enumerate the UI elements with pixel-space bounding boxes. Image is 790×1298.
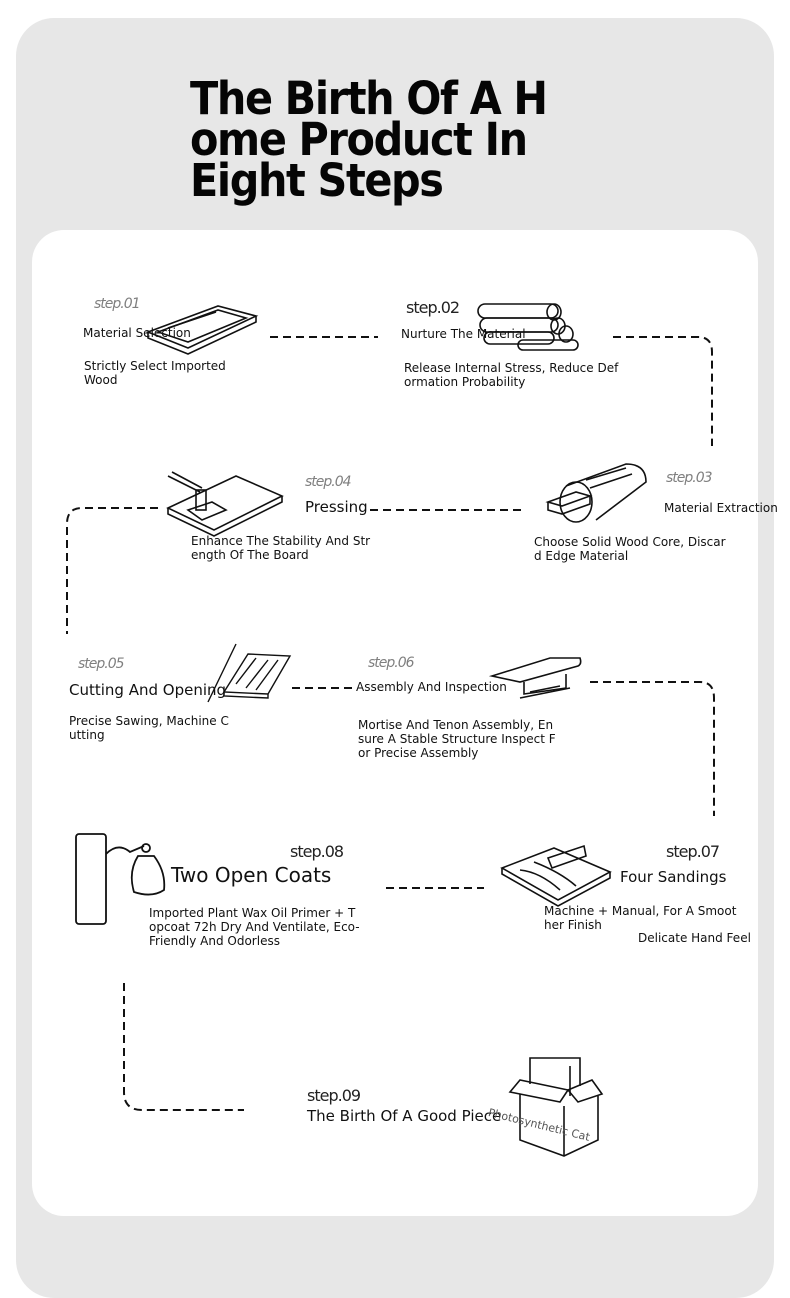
- step-04-label: step.04: [305, 474, 352, 490]
- step-03-name: Material Extraction: [664, 501, 778, 515]
- log-core-icon: [545, 460, 650, 526]
- step-08-name: Two Open Coats: [171, 863, 332, 887]
- step-01-name: Material Selection: [83, 326, 191, 340]
- step-09-label: step.09: [307, 1086, 361, 1105]
- step-03-label: step.03: [666, 470, 713, 486]
- step-01-label: step.01: [94, 296, 141, 312]
- saw-board-icon: [206, 643, 292, 704]
- step-04-description: Enhance The Stability And Str ength Of T…: [191, 534, 371, 562]
- title-line-2: ome Product In: [190, 113, 528, 166]
- step-05-description: Precise Sawing, Machine C utting: [69, 714, 229, 742]
- step-02-description: Release Internal Stress, Reduce Def orma…: [404, 361, 619, 389]
- step-07-extra: Delicate Hand Feel: [638, 931, 751, 945]
- step-07-description: Machine + Manual, For A Smoot her Finish: [544, 904, 737, 932]
- step-03-description: Choose Solid Wood Core, Discar d Edge Ma…: [534, 535, 726, 563]
- wood-frame-icon: [138, 304, 260, 355]
- shipping-box-icon: [508, 1056, 604, 1160]
- title-line-3: Eight Steps: [190, 154, 444, 207]
- step-04-name: Pressing: [305, 498, 368, 516]
- step-05-label: step.05: [78, 656, 125, 672]
- step-02-name: Nurture The Material: [401, 327, 526, 341]
- step-01-description: Strictly Select Imported Wood: [84, 359, 226, 387]
- step-08-description: Imported Plant Wax Oil Primer + T opcoat…: [149, 906, 360, 948]
- step-06-description: Mortise And Tenon Assembly, En sure A St…: [358, 718, 556, 760]
- step-07-label: step.07: [666, 842, 720, 861]
- step-06-name: Assembly And Inspection: [356, 680, 507, 694]
- step-05-name: Cutting And Opening: [69, 681, 227, 699]
- bench-icon: [488, 654, 582, 700]
- step-06-label: step.06: [368, 655, 415, 671]
- press-board-icon: [166, 471, 284, 537]
- sanding-block-icon: [500, 842, 612, 907]
- page-title: The Birth Of A H ome Product In Eight St…: [190, 72, 576, 207]
- step-07-name: Four Sandings: [620, 868, 727, 886]
- title-line-1: The Birth Of A H: [190, 72, 548, 125]
- log-pile-icon: [474, 300, 582, 354]
- step-09-name: The Birth Of A Good Piece: [307, 1107, 502, 1125]
- step-08-label: step.08: [290, 842, 344, 861]
- spray-can-icon: [72, 832, 168, 928]
- step-02-label: step.02: [406, 298, 460, 317]
